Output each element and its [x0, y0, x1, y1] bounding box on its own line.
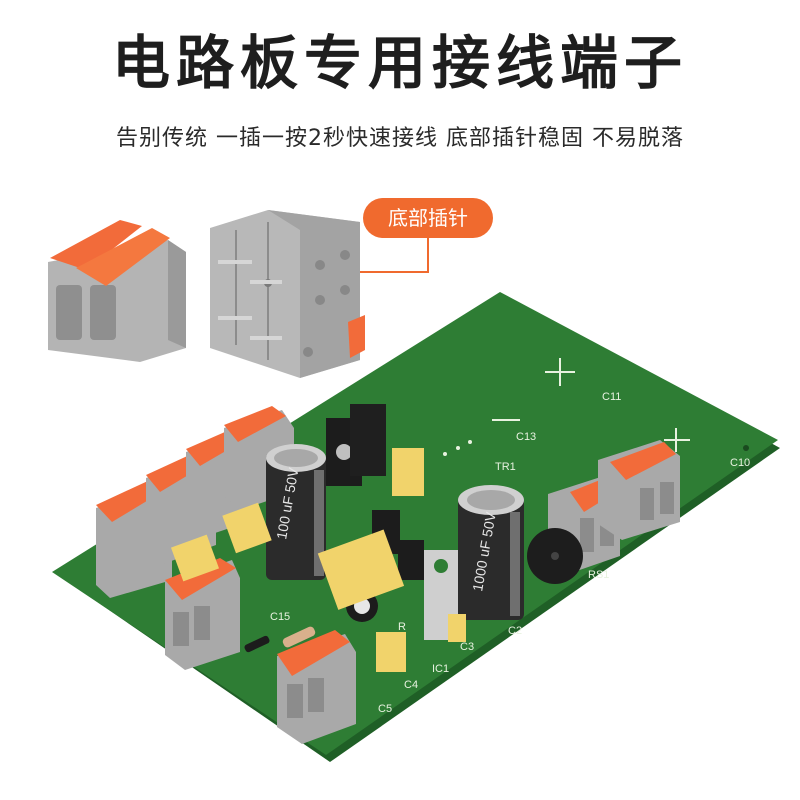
label-ic1: IC1: [432, 663, 449, 675]
capacitor-large: [458, 485, 524, 620]
resistor: [282, 626, 316, 648]
capacitor-small: [266, 444, 326, 580]
label-rs1: RS1: [588, 569, 609, 581]
callout-bottom-pins: 底部插针: [363, 198, 493, 238]
label-r: R: [398, 621, 406, 633]
label-c4: C4: [404, 679, 418, 691]
label-c11: C11: [602, 391, 621, 403]
headline: 电路板专用接线端子: [111, 29, 688, 97]
lever-orange-1: [50, 220, 142, 270]
label-c3: C3: [460, 641, 474, 653]
label-c5: C5: [378, 703, 392, 715]
label-tr1: TR1: [495, 461, 516, 473]
label-c15: C15: [270, 611, 290, 623]
terminal-front-view: [48, 220, 186, 362]
terminal-back-view: [210, 210, 365, 378]
subtitle: 告别传统 一插一按2秒快速接线 底部插针稳固 不易脱落: [116, 126, 684, 151]
label-c2: C2: [508, 625, 522, 637]
label-c13: C13: [516, 431, 536, 443]
diode: [244, 635, 270, 653]
film-capacitors: [170, 448, 466, 672]
label-c10: C10: [730, 457, 750, 469]
lever-orange-2: [76, 228, 170, 286]
